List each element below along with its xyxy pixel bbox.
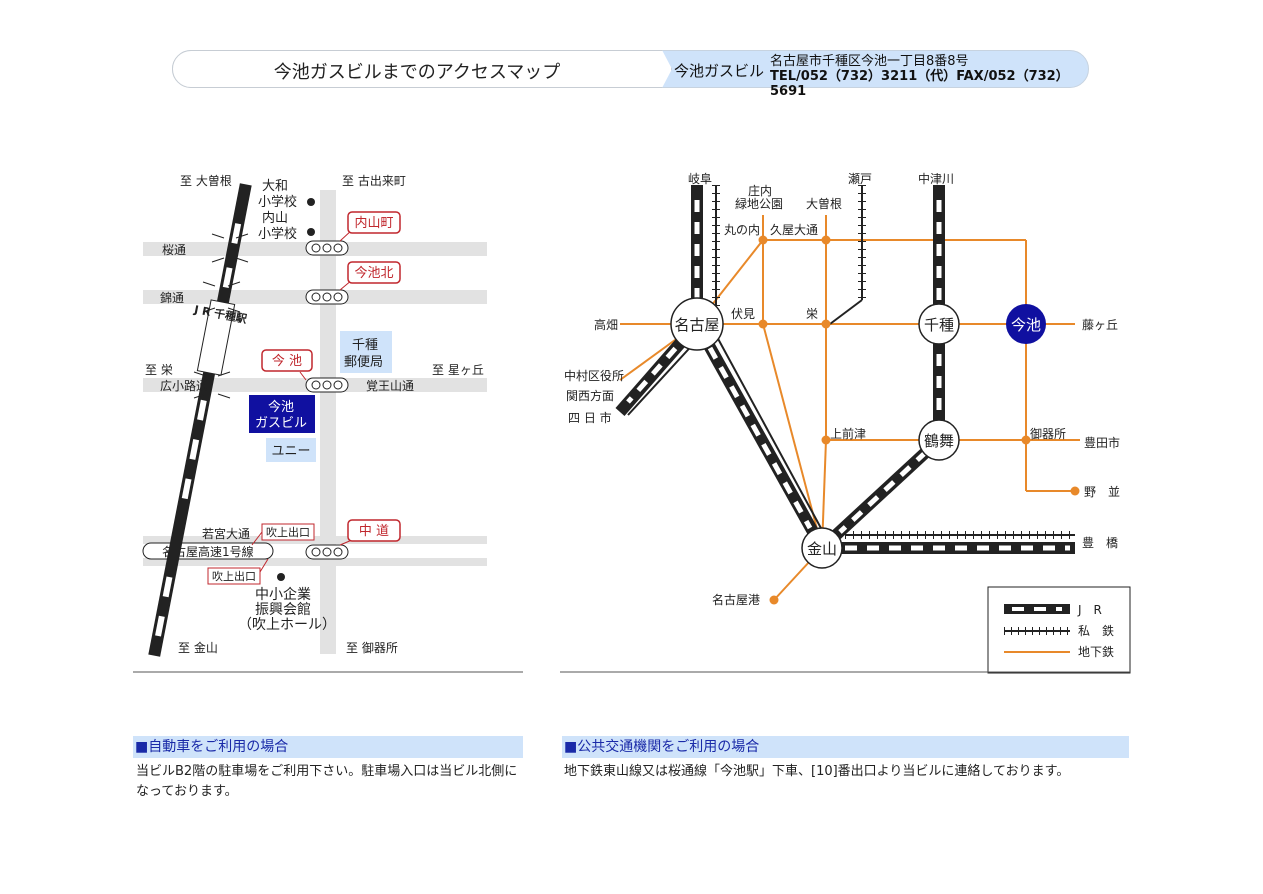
to-kodekimachi-label: 至 古出来町 [342,173,406,188]
label-oozone: 大曽根 [806,196,842,211]
label-marunouchi: 丸の内 [724,223,760,237]
school1-marker [307,198,315,206]
jr-line-local: J R 千種駅 [148,183,252,657]
uny-label: ユニー [271,444,310,459]
label-gokiso: 御器所 [1030,426,1066,441]
legend-subway: 地下鉄 [1078,644,1114,659]
signal-imaike: 今 池 [261,349,349,393]
local-map: 名古屋高速1号線 J R 千種駅 至 大曽根 至 古出来町 至 栄 至 星ヶ丘 … [133,173,523,673]
label-sakae: 栄 [806,307,818,321]
label-fujigaoka: 藤ヶ丘 [1082,318,1118,332]
subway-stations [758,235,1080,605]
signal-nakamichi-label: 中 道 [359,524,389,539]
signal-imaikekita-label: 今池北 [354,265,393,281]
signal-imaike-label: 今 池 [272,353,302,369]
to-kanayama-label: 至 金山 [178,640,218,655]
major-stations: 名古屋 千種 今池 鶴舞 金山 [670,297,1046,569]
label-fushimi: 伏見 [731,307,755,321]
legend: J R 私 鉄 地下鉄 [987,586,1131,674]
post-office-box [340,331,392,373]
to-hoshigaoka-label: 至 星ヶ丘 [432,363,484,377]
expressway-label: 名古屋高速1号線 [162,544,254,559]
signal-imaikekita: 今池北 [305,261,401,305]
target-building-label: 今池ガスビル [255,399,307,431]
to-gokiso-label: 至 御器所 [346,640,398,655]
label-kamimaezu: 上前津 [830,426,866,441]
nishiki-dori-label: 錦通 [160,290,184,305]
hall-label: 中小企業振興会館（吹上ホール） [238,586,336,633]
kanayama-station: 金山 [807,540,837,558]
building-name: 今池ガスビル [674,62,765,80]
label-nagoyako: 名古屋港 [712,592,760,607]
label-yagoto: 野 並 [1084,485,1120,499]
wakamiya-odori-label: 若宮大通 [202,526,250,541]
label-nakamura: 中村区役所 [564,368,624,383]
road-vertical [320,190,336,654]
tel-fax: TEL/052（732）3211（代）FAX/052（732）5691 [770,69,1069,99]
post-office-label: 千種郵便局 [344,337,383,370]
car-heading-bar: ■自動車をご利用の場合 [133,736,523,758]
square-icon: ■ [564,739,578,755]
label-takabata: 高畑 [594,317,618,332]
school1-label: 大和小学校 [258,179,297,210]
square-icon: ■ [135,739,149,755]
school2-label: 内山小学校 [258,210,297,242]
label-nakatsugawa: 中津川 [918,171,954,186]
transit-heading-bar: ■公共交通機関をご利用の場合 [562,736,1129,758]
nagoya-station: 名古屋 [674,316,719,334]
to-oozone-label: 至 大曽根 [180,173,232,188]
transit-text: 地下鉄東山線又は桜通線「今池駅」下車、[10]番出口より当ビルに連絡しております… [564,764,1070,779]
label-toyota: 豊田市 [1084,435,1120,450]
signal-nakamichi: 中 道 [305,519,401,560]
exit-south-label: 吹上出口 [212,569,256,583]
label-kansai: 関西方面 [566,388,614,403]
label-gifu: 岐阜 [688,172,712,186]
hirokoji-dori-label: 広小路通 [160,378,208,393]
sakura-dori-label: 桜通 [162,243,186,257]
school2-marker [307,228,315,236]
kakuozan-dori-label: 覚王山通 [366,379,414,393]
legend-jr: J R [1077,603,1102,617]
label-toyohashi: 豊 橋 [1082,536,1118,550]
label-seto: 瀬戸 [848,172,872,186]
to-sakae-label: 至 栄 [145,363,173,377]
exit-north-label: 吹上出口 [266,525,310,539]
label-shonai: 庄内緑地公園 [735,183,783,211]
road-wakamiya-south [143,558,487,566]
signal-uchiyamacho: 内山町 [305,211,401,256]
building-address: 名古屋市千種区今池一丁目8番8号 [770,54,969,69]
route-map: 名古屋 千種 今池 鶴舞 金山 岐阜 庄内緑地公園 大曽根 瀬戸 中津川 丸の内… [560,171,1131,674]
chikusa-station: 千種 [924,316,954,334]
road-wakamiya [143,536,487,544]
tsurumai-station: 鶴舞 [924,432,954,450]
uny-box [266,438,316,462]
target-building-box [249,395,315,433]
imaike-station: 今池 [1011,316,1041,334]
page-title: 今池ガスビルまでのアクセスマップ [273,62,561,83]
car-heading: 自動車をご利用の場合 [148,739,289,755]
private-railways [627,185,1075,539]
label-yokkaichi: 四 日 市 [568,410,612,425]
header-title-box [172,50,672,88]
header-banner: 今池ガスビルまでのアクセスマップ 今池ガスビル 名古屋市千種区今池一丁目8番8号… [172,50,1089,99]
car-text: 当ビルB2階の駐車場をご利用下さい。駐車場入口は当ビル北側になっております。 [136,764,518,799]
exit-south-box [207,567,261,585]
label-hisaya: 久屋大通 [770,223,818,237]
building-address-block: 名古屋市千種区今池一丁目8番8号 TEL/052（732）3211（代）FAX/… [770,54,1089,99]
legend-private: 私 鉄 [1078,623,1114,638]
signal-uchiyamacho-label: 内山町 [354,215,393,231]
hall-marker [277,573,285,581]
transit-heading: 公共交通機関をご利用の場合 [577,739,760,755]
